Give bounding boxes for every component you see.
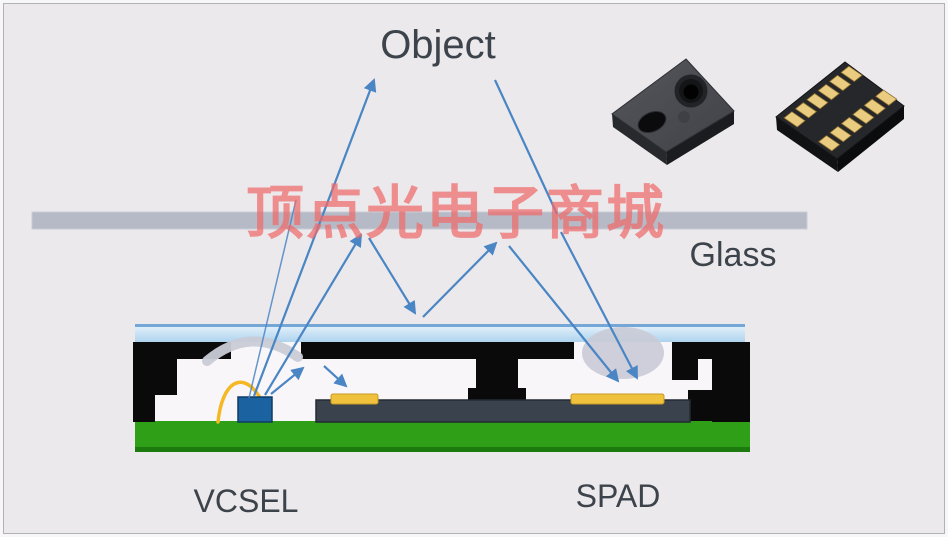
reference-spad-arrow [323, 365, 348, 388]
sensor-package [133, 324, 750, 452]
cover-glass-edge [135, 324, 745, 327]
chip-photo-top-view [611, 58, 735, 165]
chip-pad [817, 83, 840, 101]
optical-baffle-foot [468, 388, 526, 402]
chip-side-face [837, 106, 904, 172]
chip-pad [806, 93, 829, 110]
returned-ray-above-glass [494, 79, 558, 215]
watermark-text: 顶点光电子商城 [246, 181, 666, 246]
lens-aperture-inner [683, 84, 699, 100]
glass-panel [31, 211, 808, 230]
crosstalk-ray-reflected-down [368, 237, 417, 315]
chip-side-face [666, 111, 734, 165]
package-right-step [688, 390, 714, 421]
glass-label: Glass [690, 236, 777, 274]
chip-pad [852, 107, 875, 125]
optical-baffle-stem [476, 358, 518, 391]
optical-baffle [301, 342, 574, 359]
chip-pad [783, 111, 806, 128]
vcsel-label: VCSEL [194, 483, 299, 519]
emitted-ray-to-object [252, 78, 377, 397]
chip-surface-mark [678, 111, 690, 123]
spad-active-pad [570, 393, 665, 405]
chip-pad-array [783, 65, 898, 152]
chip-pad [794, 102, 818, 119]
diagram-canvas: Glass Object [3, 3, 945, 534]
chip-photo-bottom-view [775, 61, 905, 172]
crosstalk-ray-reflected-up [422, 241, 498, 318]
spad-die [315, 399, 691, 423]
tof-sensor-diagram: Glass Object [31, 23, 905, 519]
spad-label: SPAD [576, 478, 661, 514]
crosstalk-ray-to-glass [264, 233, 363, 396]
emitter-aperture-hole [637, 111, 667, 133]
chip-side-face [776, 117, 838, 172]
chip-pad [829, 125, 852, 143]
object-label: Object [380, 23, 496, 67]
chip-pad [829, 74, 852, 92]
pcb-substrate [135, 421, 750, 452]
light-rays [248, 78, 638, 399]
chip-pad [875, 89, 898, 106]
vcsel-lens [202, 336, 303, 366]
returned-ray-to-spad [560, 231, 638, 380]
pcb-substrate-edge [135, 447, 750, 452]
package-right-wall [712, 342, 750, 422]
chip-pad [863, 98, 886, 115]
chip-pad [818, 135, 841, 152]
crosstalk-ray-to-spad [508, 245, 620, 383]
vcsel-die [237, 396, 273, 423]
reference-spad-pad [330, 393, 379, 405]
package-right-wall-upper [672, 342, 698, 380]
chip-pad [840, 116, 864, 134]
package-left-wall [133, 342, 155, 422]
internal-reflection-arrow [270, 366, 305, 395]
emitted-ray-secondary [248, 199, 297, 399]
chip-side-face [612, 114, 667, 165]
chip-pad [840, 65, 863, 83]
bond-wire [216, 380, 261, 424]
